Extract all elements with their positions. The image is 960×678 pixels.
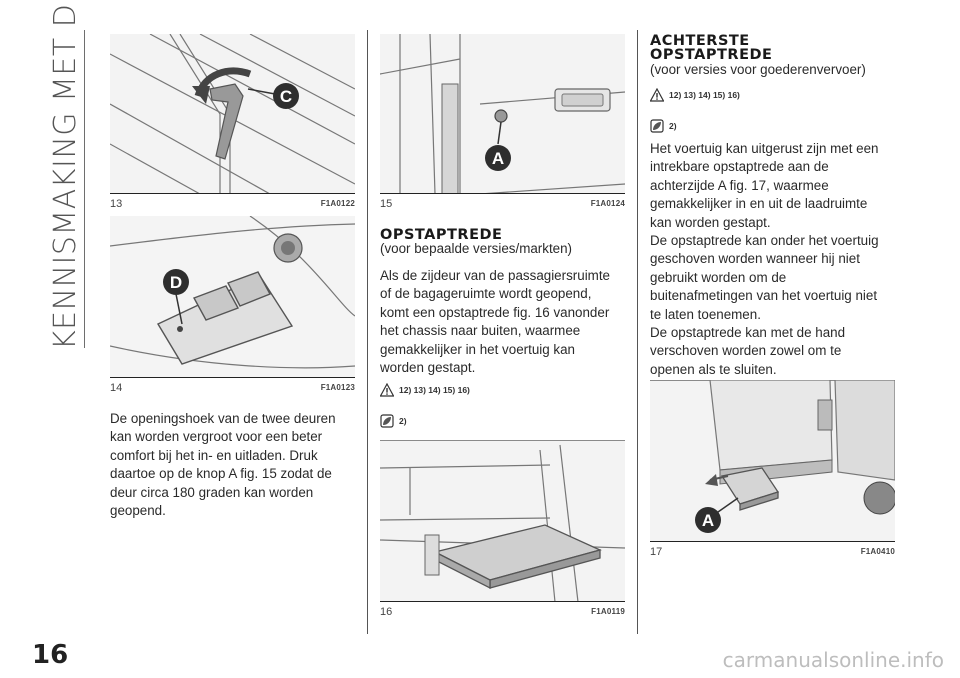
column-divider-2 — [637, 30, 638, 634]
environment-leaf-icon — [650, 119, 664, 133]
figure-14-caption: 14 F1A0123 — [110, 377, 355, 396]
col2-line: Als de zijdeur van de passagiersruimte — [380, 268, 610, 283]
section-subheading-achterste: (voor versies voor goederenvervoer) — [650, 62, 866, 77]
figure-17: A 17 F1A0410 — [650, 380, 895, 560]
heading-line-1: ACHTERSTE — [650, 33, 750, 49]
svg-text:A: A — [702, 511, 714, 530]
figure-13-number: 13 — [110, 198, 123, 210]
page-number: 16 — [32, 640, 69, 670]
figure-16-code: F1A0119 — [591, 607, 625, 616]
watermark: carmanualsonline.info — [722, 648, 944, 672]
section-heading-opstaptrede: OPSTAPTREDE — [380, 227, 503, 243]
callout-c-icon: C — [273, 83, 299, 109]
figure-17-code: F1A0410 — [860, 547, 895, 556]
col2-warning-refs: 12) 13) 14) 15) 16) — [380, 381, 470, 399]
figure-15-code: F1A0124 — [590, 199, 625, 208]
figure-17-number: 17 — [650, 546, 663, 558]
col1-line: kan worden vergroot voor een beter — [110, 429, 323, 445]
col2-paragraph: Als de zijdeur van de passagiersruimte o… — [380, 267, 635, 377]
col3-line: De opstaptrede kan met de hand — [650, 325, 846, 341]
svg-text:C: C — [280, 87, 292, 106]
figure-13-illustration — [110, 34, 355, 194]
chapter-title: KENNISMAKING MET DE AUTO — [48, 0, 83, 350]
col3-line: De opstaptrede kan onder het voertuig — [650, 233, 879, 249]
col3-line: intrekbare opstaptrede aan de — [650, 159, 829, 175]
col3-line: kan worden gestapt. — [650, 214, 771, 230]
environment-leaf-icon — [380, 414, 394, 428]
warning-refs-text: 12) 13) 14) 15) 16) — [399, 385, 470, 395]
column-divider-1 — [367, 30, 368, 634]
col2-line: worden gestapt. — [380, 360, 476, 376]
col1-line: deur circa 180 graden kan worden — [110, 484, 314, 500]
callout-a-icon: A — [485, 121, 511, 171]
caution-refs-text: 2) — [399, 416, 407, 426]
section-heading-achterste: ACHTERSTE OPSTAPTREDE — [650, 33, 773, 63]
figure-17-caption: 17 F1A0410 — [650, 541, 895, 560]
figure-14-illustration — [110, 216, 355, 378]
figure-16-caption: 16 F1A0119 — [380, 601, 625, 620]
warning-triangle-icon — [650, 88, 664, 102]
warning-refs-text: 12) 13) 14) 15) 16) — [669, 90, 740, 100]
figure-16-illustration — [380, 440, 625, 602]
col2-line: het chassis naar buiten, waarmee — [380, 323, 581, 339]
figure-16: 16 F1A0119 — [380, 440, 625, 620]
figure-13-code: F1A0122 — [320, 199, 355, 208]
callout-d-icon: D — [163, 269, 189, 325]
figure-15-number: 15 — [380, 198, 393, 210]
heading-line-2: OPSTAPTREDE — [650, 47, 773, 63]
callout-a-icon: A — [695, 497, 739, 533]
figure-14: D 14 F1A0123 — [110, 216, 355, 396]
col3-line: openen als te sluiten. — [650, 361, 777, 377]
col3-line: gebruikt worden om de — [650, 269, 787, 285]
col3-caution-refs: 2) — [650, 117, 677, 135]
col3-line: buitenafmetingen van het voertuig niet — [650, 288, 878, 304]
figure-13: C 13 F1A0122 — [110, 34, 355, 212]
col3-line: achterzijde A fig. 17, waarmee — [650, 177, 829, 193]
svg-text:D: D — [170, 273, 182, 292]
figure-14-number: 14 — [110, 382, 123, 394]
col3-line: verschoven worden zowel om te — [650, 343, 842, 359]
col1-line: De openingshoek van de twee deuren — [110, 411, 336, 426]
col2-line: komt een opstaptrede fig. 16 vanonder — [380, 304, 610, 320]
col1-line: comfort bij het in- en uitladen. Druk — [110, 447, 318, 463]
col3-line: Het voertuig kan uitgerust zijn met een — [650, 141, 879, 156]
figure-16-number: 16 — [380, 606, 393, 618]
figure-17-illustration — [650, 380, 895, 542]
section-subheading: (voor bepaalde versies/markten) — [380, 241, 573, 256]
figure-14-code: F1A0123 — [320, 383, 355, 392]
col3-warning-refs: 12) 13) 14) 15) 16) — [650, 86, 740, 104]
figure-15-caption: 15 F1A0124 — [380, 193, 625, 212]
col2-caution-refs: 2) — [380, 412, 407, 430]
caution-refs-text: 2) — [669, 121, 677, 131]
col3-line: geschoven worden wanneer hij niet — [650, 251, 860, 267]
col3-line: gemakkelijker in en uit de laadruimte — [650, 196, 868, 212]
col2-line: gemakkelijker in het voertuig kan — [380, 341, 576, 357]
col3-line: te laten toenemen. — [650, 306, 761, 322]
col3-paragraph: Het voertuig kan uitgerust zijn met een … — [650, 140, 905, 379]
chapter-rule — [84, 30, 85, 348]
figure-13-caption: 13 F1A0122 — [110, 193, 355, 212]
svg-text:A: A — [492, 149, 504, 168]
col1-line: daartoe op de knop A fig. 15 zodat de — [110, 466, 332, 482]
col1-paragraph: De openingshoek van de twee deuren kan w… — [110, 410, 362, 520]
col2-line: of de bagageruimte wordt geopend, — [380, 286, 592, 302]
figure-15: A 15 F1A0124 — [380, 34, 625, 212]
col1-line: geopend. — [110, 503, 166, 519]
warning-triangle-icon — [380, 383, 394, 397]
